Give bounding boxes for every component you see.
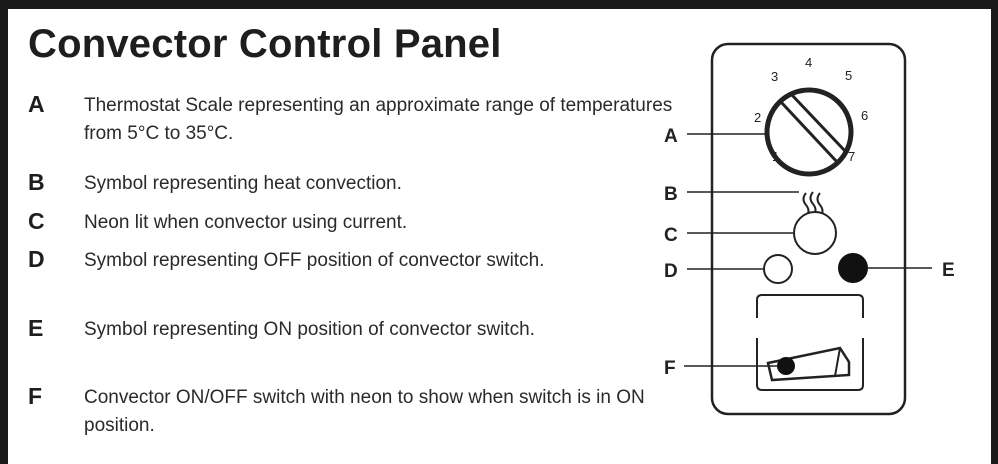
callout-label-b: B: [664, 184, 678, 205]
switch-neon-dot: [777, 357, 795, 375]
dial-number: 5: [845, 68, 852, 83]
callout-label-a: A: [664, 126, 678, 147]
legend-letter: E: [28, 315, 44, 341]
page-title: Convector Control Panel: [28, 22, 502, 66]
dial-number: 7: [848, 149, 855, 164]
on-symbol-icon: [838, 253, 868, 283]
callout-label-c: C: [664, 225, 678, 246]
callout-label-e: E: [942, 260, 955, 281]
legend-description: Convector ON/OFF switch with neon to sho…: [84, 387, 645, 436]
callout-label-d: D: [664, 261, 678, 282]
switch-housing-bottom: [756, 338, 864, 391]
dial-number: 2: [754, 110, 761, 125]
dial-number: 4: [805, 55, 812, 70]
callout-label-f: F: [664, 358, 676, 379]
legend-description: Symbol representing heat convection.: [84, 173, 402, 194]
dial-pointer-line: [779, 100, 840, 165]
rocker-switch-edge: [834, 347, 841, 377]
legend-letter: F: [28, 383, 43, 409]
legend-description: Symbol representing OFF position of conv…: [84, 250, 545, 271]
dial-number: 6: [861, 108, 868, 123]
dial-number: 3: [771, 69, 778, 84]
legend-letter: D: [28, 246, 45, 272]
legend-letter: C: [28, 208, 45, 234]
off-symbol-icon: [763, 254, 793, 284]
switch-housing-top: [756, 294, 864, 318]
legend-letter: A: [28, 91, 45, 117]
legend-letter: B: [28, 169, 45, 195]
dial-number: 1: [772, 149, 779, 164]
legend-description: Symbol representing ON position of conve…: [84, 319, 535, 340]
dial-pointer-line: [789, 92, 848, 154]
legend-description: Thermostat Scale representing an approxi…: [84, 95, 673, 144]
neon-indicator: [793, 211, 837, 255]
legend-description: Neon lit when convector using current.: [84, 212, 408, 233]
